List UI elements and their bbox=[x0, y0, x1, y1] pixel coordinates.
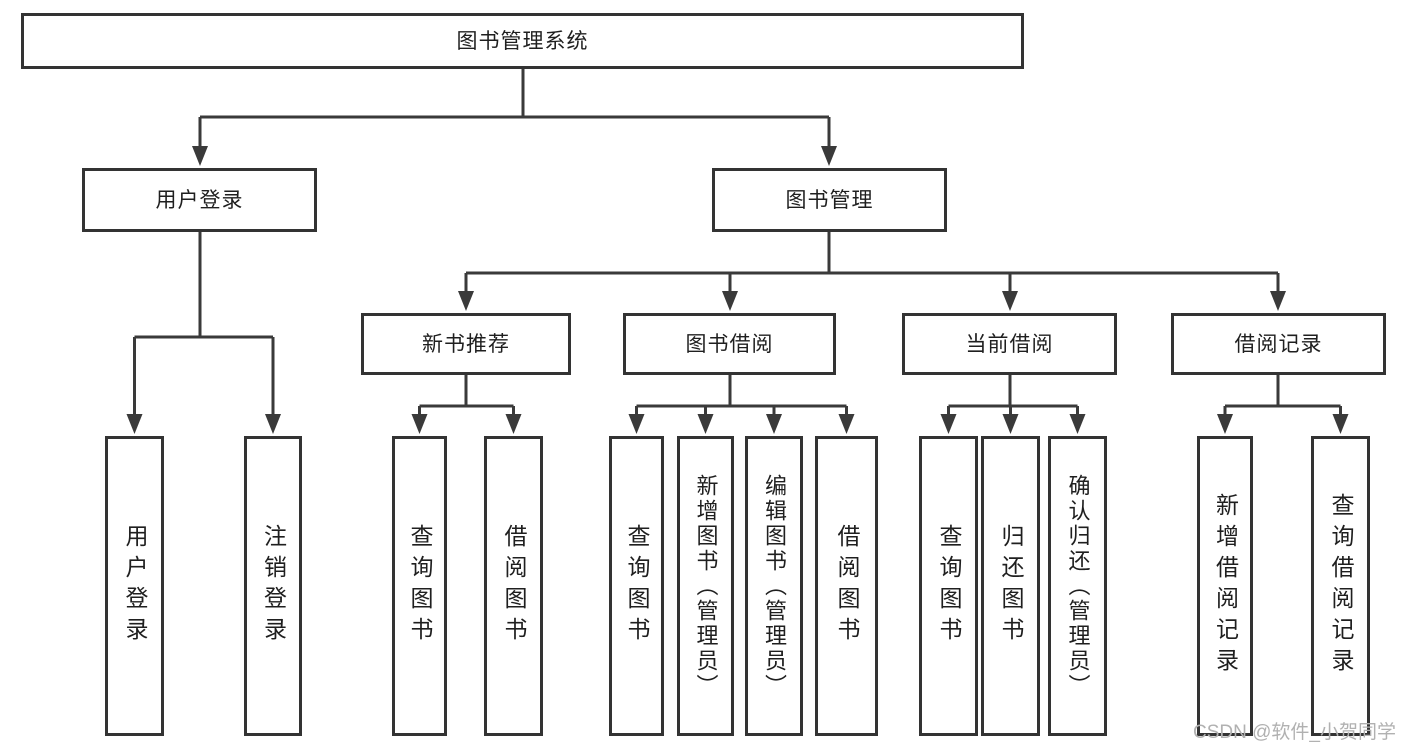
connector-new-book-recommend-to-leaves bbox=[411, 375, 522, 434]
node-current-borrow: 当前借阅 bbox=[902, 313, 1117, 375]
node-user-login: 用户登录 bbox=[82, 168, 317, 232]
leaf-query-books-current: 查询图书 bbox=[919, 436, 978, 736]
connector-book-borrow-to-leaves bbox=[628, 375, 855, 434]
leaf-add-borrow-record: 新增借阅记录 bbox=[1197, 436, 1253, 736]
connector-borrow-records-to-leaves bbox=[1217, 375, 1349, 434]
csdn-watermark: CSDN @软件_小贺同学 bbox=[1193, 722, 1396, 743]
leaf-add-book-admin: 新增图书（管理员） bbox=[677, 436, 734, 736]
node-book-management: 图书管理 bbox=[712, 168, 947, 232]
leaf-borrow-books-recommend: 借阅图书 bbox=[484, 436, 543, 736]
node-book-borrow: 图书借阅 bbox=[623, 313, 836, 375]
node-root: 图书管理系统 bbox=[21, 13, 1024, 69]
leaf-borrow-books: 借阅图书 bbox=[815, 436, 878, 736]
leaf-logout: 注销登录 bbox=[244, 436, 302, 736]
leaf-query-borrow-record: 查询借阅记录 bbox=[1311, 436, 1370, 736]
leaf-confirm-return-admin: 确认归还（管理员） bbox=[1048, 436, 1107, 736]
leaf-query-books-borrow: 查询图书 bbox=[609, 436, 664, 736]
connector-current-borrow-to-leaves bbox=[940, 375, 1086, 434]
node-borrow-records: 借阅记录 bbox=[1171, 313, 1386, 375]
connector-root-to-level2 bbox=[192, 69, 837, 166]
leaf-user-login: 用户登录 bbox=[105, 436, 164, 736]
node-new-book-recommend: 新书推荐 bbox=[361, 313, 571, 375]
leaf-query-books-recommend: 查询图书 bbox=[392, 436, 447, 736]
leaf-edit-book-admin: 编辑图书（管理员） bbox=[745, 436, 803, 736]
connector-book-management-to-level3 bbox=[458, 232, 1286, 311]
leaf-return-book: 归还图书 bbox=[981, 436, 1040, 736]
connector-user-login-to-leaves bbox=[126, 232, 281, 434]
